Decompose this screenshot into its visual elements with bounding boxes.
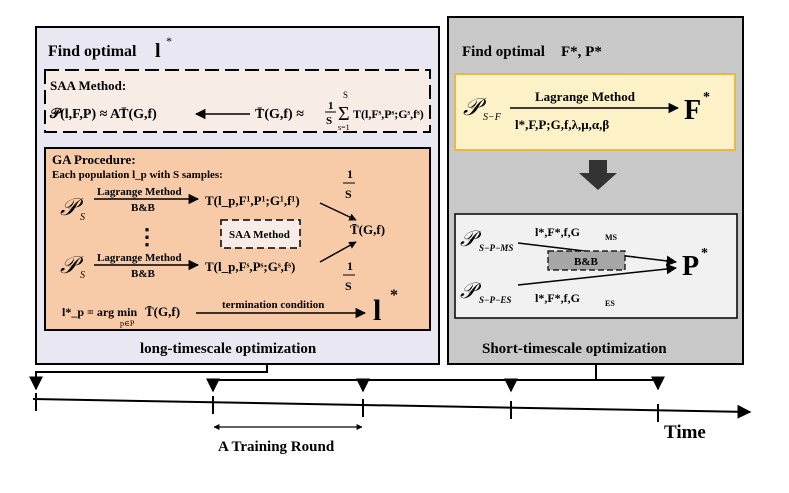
ga-result-tbar: T̄(G,f)	[350, 222, 385, 237]
f-output-star: *	[703, 90, 710, 105]
right-connector	[595, 364, 665, 391]
ga-frac-num-1: 1	[347, 167, 353, 181]
left-title-star: *	[166, 34, 172, 48]
lagrange-label: Lagrange Method	[535, 89, 636, 104]
ga-argmin-rhs: T̄(G,f)	[145, 304, 180, 319]
left-panel-title-var: l	[155, 40, 161, 62]
time-label: Time	[664, 422, 706, 443]
ga-vertical-dots: ⋮	[136, 224, 158, 249]
left-panel-caption: long-timescale optimization	[140, 341, 317, 357]
psf-sub: S−F	[483, 112, 502, 123]
saa-sum-bottom: s=1	[338, 123, 350, 132]
bb-box	[547, 250, 626, 271]
right-panel-caption: Short-timescale optimization	[482, 341, 667, 357]
saa-sum-top: S	[343, 90, 348, 100]
ga-arrow-top-label-s: Lagrange Method	[97, 252, 182, 264]
ga-eq-sample-1: T(l_p,F¹,P¹;G¹,f¹)	[205, 193, 300, 208]
ga-argmin-lhs: l*_p = arg min	[62, 305, 138, 319]
ga-frac-den-s: S	[345, 279, 352, 293]
f-output: F	[684, 95, 701, 126]
ga-eq-sample-s: T(l_p,Fˢ,Pˢ;Gˢ,fˢ)	[205, 259, 295, 274]
bb-label: B&B	[574, 256, 599, 268]
ga-ps-sub-1: S	[80, 212, 85, 223]
ga-ps-sub-s: S	[80, 270, 85, 281]
es-sub: S−P−ES	[479, 295, 511, 305]
ms-params: l*,F*,f,G	[535, 225, 580, 239]
ga-arrow-top-label-1: Lagrange Method	[97, 186, 182, 198]
ga-arrow-bottom-label-s: B&B	[131, 268, 156, 280]
right-panel-title: Find optimal	[462, 44, 545, 60]
lagrange-f-box	[454, 73, 736, 151]
ga-saa-inner-label: SAA Method	[229, 229, 290, 241]
left-connector	[29, 364, 268, 391]
lagrange-params: l*,F,P;G,f,λ,μ,α,β	[515, 117, 609, 132]
down-arrow-icon	[579, 160, 617, 190]
ga-converge-arrow-s	[319, 241, 357, 263]
saa-frac-den: S	[326, 115, 332, 127]
ga-argmin-sub: p∈P	[120, 319, 135, 328]
right-panel-title-var: F*, P*	[561, 44, 602, 60]
ga-converge-arrow-1	[319, 202, 357, 221]
saa-heading: SAA Method:	[50, 78, 126, 93]
saa-frac-num: 1	[328, 100, 334, 112]
ga-subheading: Each population l_p with S samples:	[52, 169, 223, 181]
ga-final-star: *	[390, 287, 398, 304]
ga-frac-num-s: 1	[347, 259, 353, 273]
ga-final-var: l	[373, 294, 381, 327]
p-output-star: *	[701, 246, 708, 261]
saa-sum-symbol: Σ	[338, 103, 350, 125]
training-round-label: A Training Round	[218, 439, 335, 455]
ga-termination-label: termination condition	[222, 299, 324, 311]
p-output: P	[682, 251, 699, 282]
saa-lhs-equation: 𝒫(l,F,P) ≈ AT̄(G,f)	[49, 106, 157, 122]
saa-method-box	[44, 69, 431, 133]
time-axis	[32, 398, 752, 419]
ms-params-sub: MS	[605, 233, 618, 242]
ga-arrow-bottom-label-1: B&B	[131, 202, 156, 214]
ga-heading: GA Procedure:	[52, 152, 136, 167]
es-arrow	[517, 263, 678, 286]
left-panel-title: Find optimal	[48, 43, 137, 60]
saa-rhs-term: T(l,Fˢ,Pˢ;Gˢ,fˢ)	[353, 107, 424, 121]
es-params: l*,F*,f,G	[535, 291, 580, 305]
ms-sub: S−P−MS	[479, 243, 513, 253]
es-params-sub: ES	[605, 299, 615, 308]
saa-rhs-prefix: T̄(G,f) ≈	[255, 107, 304, 122]
ga-frac-den-1: S	[345, 187, 352, 201]
ga-saa-inner-box	[220, 219, 301, 249]
